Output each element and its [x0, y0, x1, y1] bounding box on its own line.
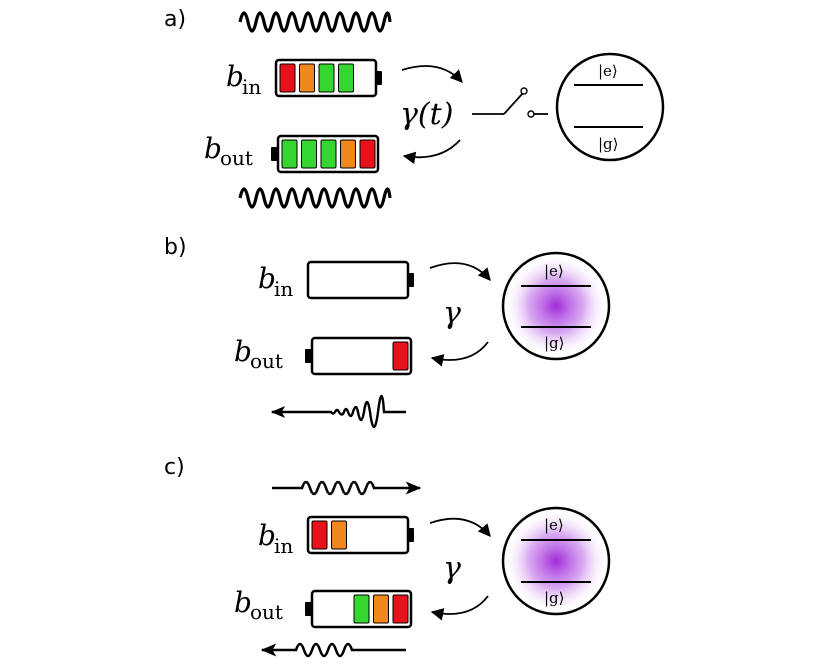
b-in-sub-a: in — [242, 75, 261, 99]
b-out-label-c: b — [234, 586, 252, 619]
arrow-in-c — [429, 517, 491, 537]
battery-out-b-cell — [392, 341, 409, 371]
b-out-sub-a: out — [220, 146, 253, 170]
battery-out-a — [271, 134, 380, 174]
battery-in-a-cell — [279, 63, 296, 93]
output-wave-a — [238, 187, 392, 209]
battery-out-b — [305, 336, 413, 376]
battery-in-c-cell — [331, 520, 347, 550]
battery-out-c — [305, 589, 413, 629]
ground-state-a: |g⟩ — [598, 135, 619, 153]
b-out-sub-b: out — [250, 349, 283, 373]
battery-out-c-cell — [353, 594, 370, 624]
coupling-label-a: γ(t) — [400, 97, 453, 132]
battery-in-a-cell — [299, 63, 315, 93]
battery-in-c-cell — [311, 520, 328, 550]
arrow-out-b — [430, 341, 489, 367]
battery-out-c-cell — [392, 594, 409, 624]
input-wave-c — [272, 480, 422, 496]
atom-a: |e⟩ |g⟩ — [555, 52, 665, 162]
battery-in-c — [306, 515, 414, 555]
atom-b: |e⟩ |g⟩ — [501, 251, 611, 361]
panel-b: b) b in b out γ |e⟩ |g⟩ — [164, 235, 611, 429]
panel-label-c: c) — [164, 455, 185, 480]
panel-a: a) b in b out γ(t) — [164, 7, 665, 209]
coupling-label-c: γ — [443, 551, 461, 586]
ground-state-b: |g⟩ — [544, 334, 565, 352]
b-in-label-c: b — [258, 519, 276, 552]
emitted-pulse-b — [270, 394, 406, 429]
battery-in-a-cell — [318, 63, 335, 93]
battery-in-a-cell — [338, 63, 354, 93]
b-in-label-b: b — [258, 262, 276, 295]
input-wave-a — [238, 11, 392, 33]
arrow-in-a — [401, 65, 463, 83]
battery-out-a-cell — [340, 139, 356, 169]
battery-out-c-cell — [373, 594, 389, 624]
arrow-out-c — [430, 595, 489, 621]
battery-out-a-cell — [359, 139, 376, 169]
b-in-sub-c: in — [274, 534, 293, 558]
excited-state-b: |e⟩ — [544, 262, 564, 280]
b-in-label-a: b — [226, 60, 244, 93]
panel-label-b: b) — [164, 235, 187, 260]
atom-c: |e⟩ |g⟩ — [501, 506, 611, 616]
battery-out-a-cell — [301, 139, 317, 169]
battery-out-a-cell — [281, 139, 298, 169]
output-wave-c — [260, 642, 406, 658]
switch-icon — [472, 87, 548, 118]
excited-state-c: |e⟩ — [544, 516, 564, 534]
panel-c: c) b in b out γ |e⟩ |g⟩ — [164, 455, 611, 658]
panel-label-a: a) — [164, 7, 186, 32]
ground-state-c: |g⟩ — [544, 589, 565, 607]
b-out-label-b: b — [234, 335, 252, 368]
arrow-out-a — [402, 139, 461, 165]
b-in-sub-b: in — [274, 277, 293, 301]
coupling-label-b: γ — [443, 296, 461, 331]
battery-in-a — [274, 58, 382, 98]
battery-in-b — [306, 260, 414, 300]
battery-out-a-cell — [320, 139, 337, 169]
b-out-sub-c: out — [250, 600, 283, 624]
b-out-label-a: b — [204, 132, 222, 165]
excited-state-a: |e⟩ — [598, 62, 618, 80]
arrow-in-b — [429, 262, 491, 281]
